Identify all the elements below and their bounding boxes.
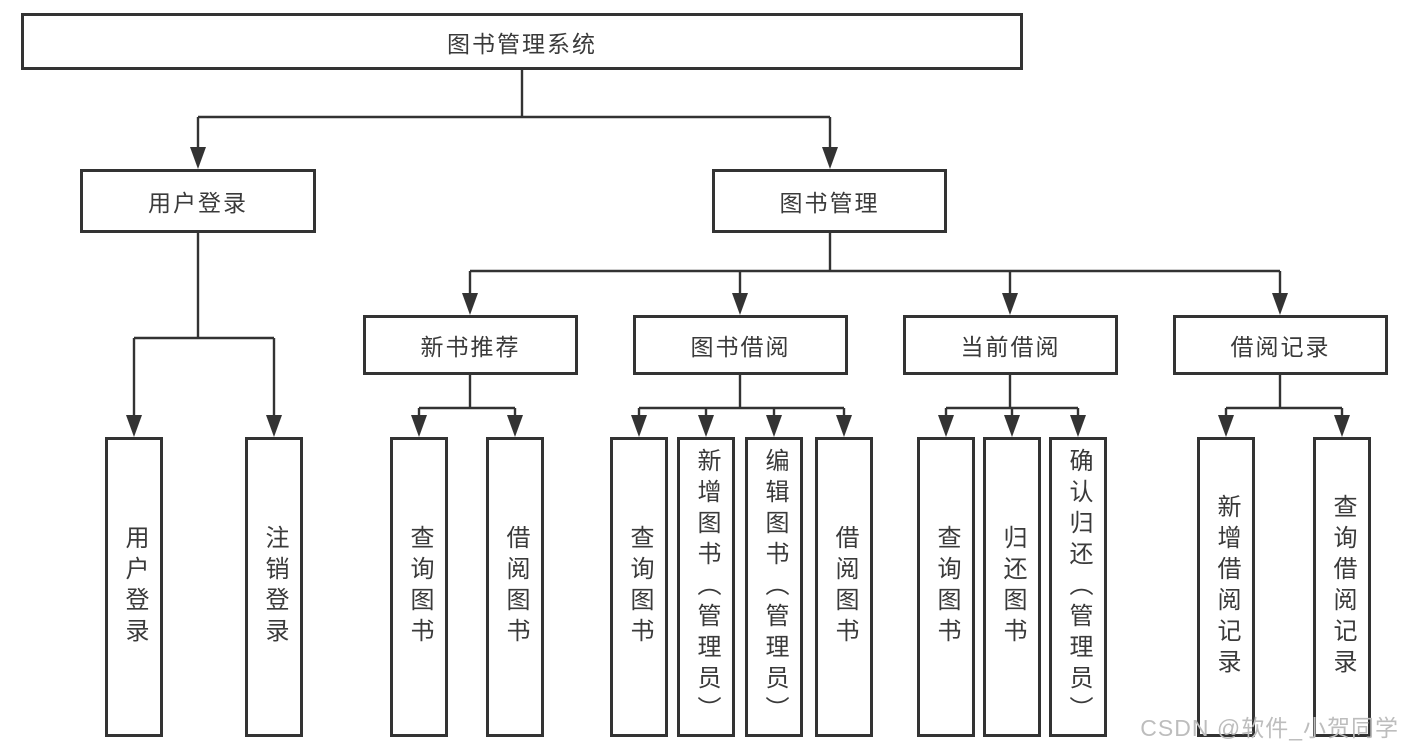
leaf-cb-return-books: 归还图书: [983, 437, 1041, 737]
leaf-user-login: 用户登录: [105, 437, 163, 737]
watermark: CSDN @软件_小贺同学: [1140, 715, 1399, 741]
leaf-br-query-record-label: 查询借阅记录: [1329, 494, 1356, 680]
leaf-nbr-query-books: 查询图书: [390, 437, 448, 737]
leaf-nbr-query-books-label: 查询图书: [406, 525, 433, 649]
node-borrow-record: 借阅记录: [1173, 315, 1388, 375]
leaf-br-query-record: 查询借阅记录: [1313, 437, 1371, 737]
node-borrow-record-label: 借阅记录: [1230, 334, 1331, 360]
leaf-nbr-borrow-books: 借阅图书: [486, 437, 544, 737]
leaf-bb-borrow-books-label: 借阅图书: [831, 525, 858, 649]
node-book-management: 图书管理: [712, 169, 947, 233]
leaf-bb-add-books-admin-label: 新增图书（管理员）: [693, 447, 720, 727]
node-current-borrow-label: 当前借阅: [960, 334, 1061, 360]
leaf-logout: 注销登录: [245, 437, 303, 737]
leaf-logout-label: 注销登录: [261, 525, 288, 649]
node-book-borrow-label: 图书借阅: [690, 334, 791, 360]
leaf-cb-query-books: 查询图书: [917, 437, 975, 737]
node-new-book-recommend-label: 新书推荐: [420, 334, 521, 360]
leaf-user-login-label: 用户登录: [121, 525, 148, 649]
node-book-management-label: 图书管理: [779, 190, 880, 216]
node-root-label: 图书管理系统: [447, 30, 597, 57]
leaf-bb-query-books: 查询图书: [610, 437, 668, 737]
node-book-borrow: 图书借阅: [633, 315, 848, 375]
leaf-br-add-record-label: 新增借阅记录: [1213, 494, 1240, 680]
leaf-bb-borrow-books: 借阅图书: [815, 437, 873, 737]
leaf-cb-query-books-label: 查询图书: [933, 525, 960, 649]
node-current-borrow: 当前借阅: [903, 315, 1118, 375]
leaf-br-add-record: 新增借阅记录: [1197, 437, 1255, 737]
leaf-bb-query-books-label: 查询图书: [626, 525, 653, 649]
leaf-nbr-borrow-books-label: 借阅图书: [502, 525, 529, 649]
leaf-cb-return-books-label: 归还图书: [999, 525, 1026, 649]
leaf-cb-confirm-return-admin: 确认归还（管理员）: [1049, 437, 1107, 737]
node-user-login: 用户登录: [80, 169, 316, 233]
node-new-book-recommend: 新书推荐: [363, 315, 578, 375]
leaf-bb-add-books-admin: 新增图书（管理员）: [677, 437, 735, 737]
leaf-cb-confirm-return-admin-label: 确认归还（管理员）: [1065, 447, 1092, 727]
node-root: 图书管理系统: [21, 13, 1023, 70]
leaf-bb-edit-books-admin-label: 编辑图书（管理员）: [761, 447, 788, 727]
leaf-bb-edit-books-admin: 编辑图书（管理员）: [745, 437, 803, 737]
node-user-login-label: 用户登录: [148, 190, 248, 216]
